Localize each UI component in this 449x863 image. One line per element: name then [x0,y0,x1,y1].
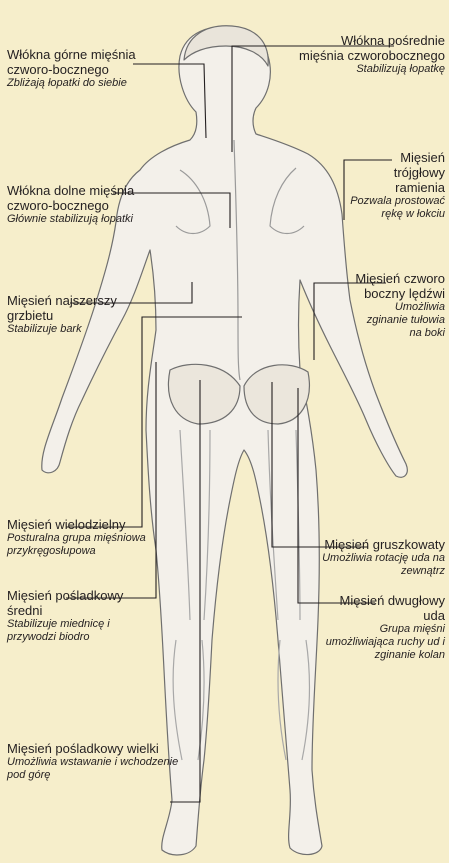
label-desc: Głównie stabilizują łopatki [7,213,137,226]
label-name: Włókna pośrednie mięśnia czworobocznego [295,33,445,63]
label-lat: Mięsień najszerszy grzbietu Stabilizuje … [7,293,122,336]
label-hamstring: Mięsień dwugłowy uda Grupa mięśni umożli… [315,593,445,662]
label-desc: Stabilizuje miednicę i przywodzi biodro [7,618,147,644]
label-triceps: Mięsień trójgłowy ramienia Pozwala prost… [350,150,445,221]
label-name: Włókna dolne mięśnia czworo-bocznego [7,183,137,213]
label-desc: Zbliżają łopatki do siebie [7,77,157,90]
label-name: Mięsień czworo boczny lędźwi [353,271,445,301]
label-desc: Umożliwia wstawanie i wchodzenie pod gór… [7,756,179,782]
label-name: Mięsień pośladkowy średni [7,588,147,618]
label-desc: Umożliwia rotację uda na zewnątrz [295,552,445,578]
label-ql: Mięsień czworo boczny lędźwi Umożliwia z… [353,271,445,340]
label-name: Mięsień gruszkowaty [295,537,445,552]
label-trap-middle: Włókna pośrednie mięśnia czworobocznego … [295,33,445,76]
label-desc: Umożliwia zginanie tułowia na boki [353,301,445,340]
label-multifidus: Mięsień wielodzielny Posturalna grupa mi… [7,517,147,558]
label-glute-med: Mięsień pośladkowy średni Stabilizuje mi… [7,588,147,644]
label-desc: Stabilizują łopatkę [295,63,445,76]
label-name: Mięsień trójgłowy ramienia [350,150,445,195]
label-desc: Grupa mięśni umożliwiająca ruchy ud i zg… [315,623,445,662]
label-trap-lower: Włókna dolne mięśnia czworo-bocznego Głó… [7,183,137,226]
label-desc: Posturalna grupa mięśniowa przykręgosłup… [7,532,147,558]
label-glute-max: Mięsień pośladkowy wielki Umożliwia wsta… [7,741,179,782]
label-name: Mięsień najszerszy grzbietu [7,293,122,323]
label-name: Mięsień wielodzielny [7,517,147,532]
label-piriformis: Mięsień gruszkowaty Umożliwia rotację ud… [295,537,445,578]
label-name: Mięsień pośladkowy wielki [7,741,179,756]
label-trap-upper: Włókna górne mięśnia czworo-bocznego Zbl… [7,47,157,90]
label-desc: Stabilizuje bark [7,323,122,336]
label-name: Mięsień dwugłowy uda [315,593,445,623]
label-desc: Pozwala prostować rękę w łokciu [350,195,445,221]
label-name: Włókna górne mięśnia czworo-bocznego [7,47,157,77]
